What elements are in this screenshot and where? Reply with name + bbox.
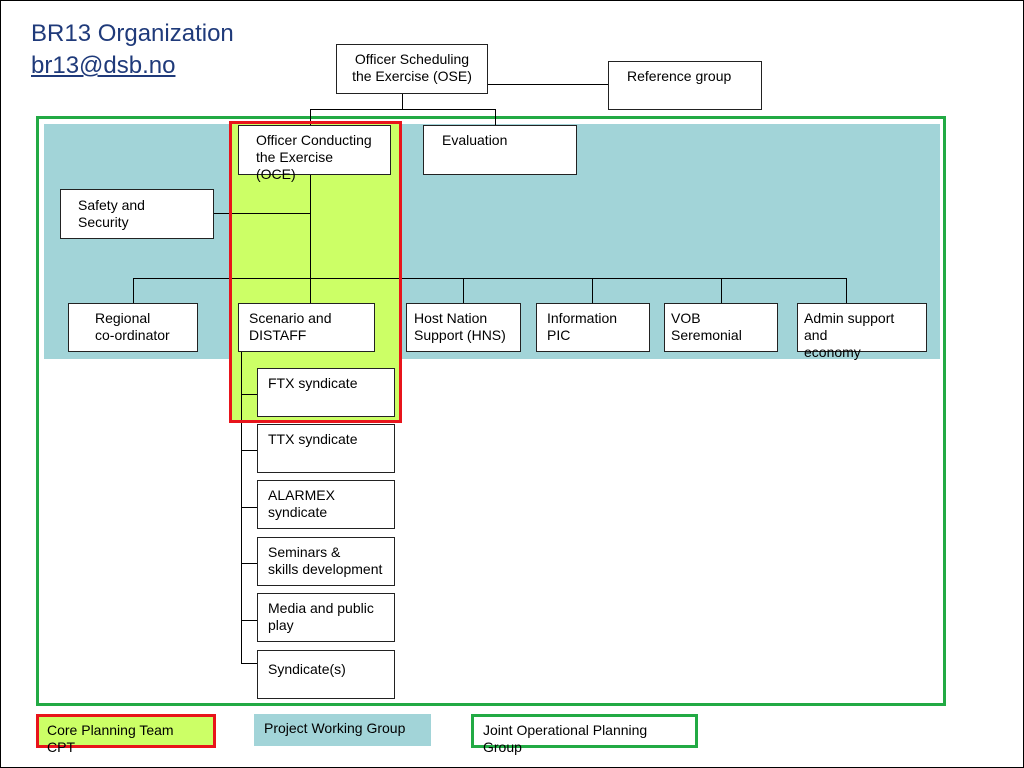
email-link[interactable]: br13@dsb.no [31, 52, 176, 79]
connector [846, 278, 847, 303]
connector [310, 174, 311, 304]
connector [241, 563, 257, 564]
connector [213, 213, 311, 214]
information-pic-box: Information PIC [536, 303, 650, 352]
connector [241, 507, 257, 508]
ose-box: Officer Scheduling the Exercise (OSE) [336, 44, 488, 94]
connector [310, 109, 311, 126]
alarmex-syndicate-box: ALARMEX syndicate [257, 480, 395, 529]
safety-security-box: Safety and Security [60, 189, 214, 239]
ttx-syndicate-box: TTX syndicate [257, 424, 395, 473]
connector [241, 663, 257, 664]
connector [241, 620, 257, 621]
joint-operational-planning-group-region [36, 116, 946, 706]
admin-support-box: Admin support and economy [797, 303, 927, 360]
connector [133, 278, 847, 279]
regional-coordinator-box: Regional co-ordinator [68, 303, 198, 352]
connector [241, 450, 257, 451]
connector [241, 394, 257, 395]
hns-box: Host Nation Support (HNS) [406, 303, 521, 352]
legend-core-planning-team: Core Planning Team CPT [36, 714, 216, 755]
connector [592, 278, 593, 303]
seminars-box: Seminars & skills development [257, 537, 395, 586]
evaluation-box: Evaluation [423, 125, 577, 175]
connector [495, 109, 496, 126]
syndicates-box: Syndicate(s) [257, 650, 395, 699]
reference-group-box: Reference group [608, 61, 762, 110]
vob-seremonial-box: VOB Seremonial [664, 303, 778, 352]
connector [310, 109, 496, 110]
connector [463, 278, 464, 303]
connector [402, 93, 403, 110]
ftx-syndicate-box: FTX syndicate [257, 368, 395, 417]
core-planning-team-border [229, 121, 402, 423]
legend-project-working-group: Project Working Group [254, 714, 431, 746]
connector [721, 278, 722, 303]
oce-box: Officer Conducting the Exercise (OCE) [238, 125, 391, 182]
media-public-play-box: Media and public play [257, 593, 395, 642]
scenario-distaff-box: Scenario and DISTAFF [238, 303, 375, 352]
connector [133, 278, 134, 303]
connector [487, 84, 609, 85]
legend-joint-operational-planning-group: Joint Operational Planning Group [471, 714, 698, 755]
page-title: BR13 Organization [31, 20, 234, 47]
